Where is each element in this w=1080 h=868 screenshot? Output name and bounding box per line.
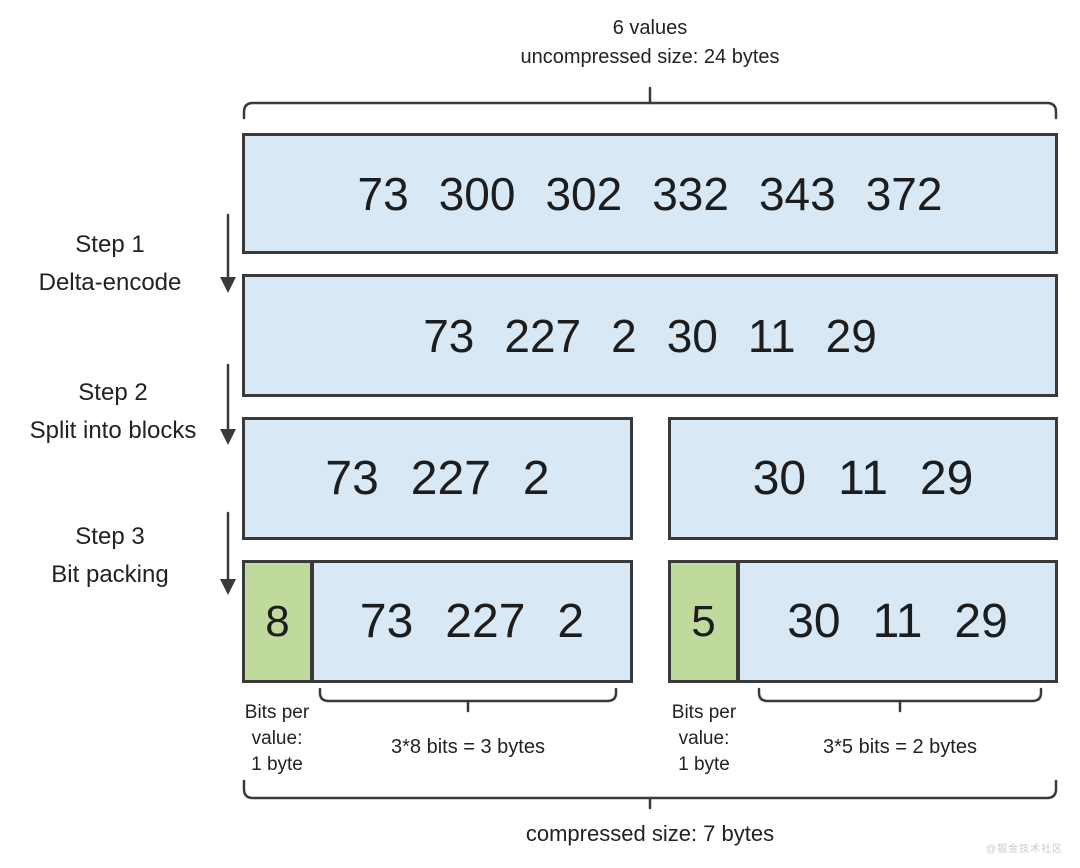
- step-3-arrow: [220, 511, 236, 595]
- packed-block-1-bits-value: 8: [265, 596, 290, 646]
- block-2-values: 30 11 29: [671, 420, 1055, 537]
- uncompressed-size-label: uncompressed size: 24 bytes: [520, 46, 780, 68]
- block-2-box: 30 11 29: [668, 417, 1058, 540]
- value: 29: [825, 309, 877, 362]
- step-1-subtitle: Delta-encode: [38, 269, 182, 296]
- block-1-values: 73 227 2: [245, 420, 630, 537]
- value: 29: [919, 452, 974, 505]
- value: 302: [545, 167, 623, 220]
- step-2-label: Step 2 Split into blocks: [0, 374, 226, 450]
- value: 73: [359, 595, 414, 648]
- value: 30: [752, 452, 807, 505]
- value: 2: [611, 309, 637, 362]
- value: 30: [787, 595, 841, 648]
- value: 372: [865, 167, 943, 220]
- bits-label-line: Bits per: [244, 702, 310, 723]
- uncompressed-caption: 6 values uncompressed size: 24 bytes: [242, 14, 1058, 72]
- step-3-title: Step 3: [75, 523, 145, 550]
- packed-block-2-bits-value: 5: [691, 596, 716, 646]
- original-values-box: 73 300 302 332 343 372: [242, 133, 1058, 254]
- packed-block-2-values: 30 11 29: [740, 563, 1055, 680]
- value: 343: [758, 167, 836, 220]
- packed-block-2-bits-label: Bits per value: 1 byte: [654, 700, 754, 778]
- step-2-title: Step 2: [78, 379, 148, 406]
- value: 2: [522, 452, 550, 505]
- step-1-arrow: [220, 213, 236, 293]
- block-1-box: 73 227 2: [242, 417, 633, 540]
- packed-block-1-bits-label: Bits per value: 1 byte: [227, 700, 327, 778]
- bottom-brace: [242, 779, 1058, 810]
- packed-block-1-brace: [318, 687, 618, 713]
- delta-values: 73 227 2 30 11 29: [245, 277, 1055, 394]
- packed-block-2-size-label: 3*5 bits = 2 bytes: [823, 736, 977, 758]
- step-3-subtitle: Bit packing: [51, 561, 169, 588]
- value: 227: [410, 452, 491, 505]
- value: 73: [357, 167, 409, 220]
- packed-block-1-values: 73 227 2: [314, 563, 630, 680]
- bits-label-line: value:: [678, 728, 730, 749]
- value: 227: [445, 595, 526, 648]
- bits-label-line: Bits per: [671, 702, 737, 723]
- compressed-size-label: compressed size: 7 bytes: [525, 821, 775, 846]
- packed-block-1-size-label: 3*8 bits = 3 bytes: [391, 736, 545, 758]
- packed-block-2-brace: [757, 687, 1043, 713]
- packed-block-2: 5 30 11 29: [668, 560, 1058, 683]
- value: 29: [954, 595, 1008, 648]
- value: 73: [325, 452, 379, 505]
- step-1-label: Step 1 Delta-encode: [0, 226, 220, 302]
- value: 227: [504, 309, 582, 362]
- values-count-label: 6 values: [612, 17, 688, 39]
- bits-label-line: 1 byte: [678, 754, 730, 775]
- value: 11: [838, 452, 888, 505]
- packed-block-1-bits-cell: 8: [245, 563, 314, 680]
- top-brace: [242, 86, 1058, 120]
- bits-label-line: value:: [251, 728, 303, 749]
- step-1-title: Step 1: [75, 231, 145, 258]
- packed-block-2-bits-cell: 5: [671, 563, 740, 680]
- delta-values-box: 73 227 2 30 11 29: [242, 274, 1058, 397]
- step-2-subtitle: Split into blocks: [29, 417, 197, 444]
- value: 300: [438, 167, 516, 220]
- value: 11: [747, 309, 796, 362]
- value: 11: [872, 595, 923, 648]
- bits-label-line: 1 byte: [251, 754, 303, 775]
- packed-block-1: 8 73 227 2: [242, 560, 633, 683]
- value: 30: [666, 309, 718, 362]
- value: 73: [423, 309, 475, 362]
- watermark: @掘金技术社区: [986, 844, 1064, 855]
- step-2-arrow: [220, 363, 236, 445]
- step-3-label: Step 3 Bit packing: [0, 518, 220, 594]
- value: 2: [557, 595, 585, 648]
- value: 332: [652, 167, 729, 220]
- original-values: 73 300 302 332 343 372: [245, 136, 1055, 251]
